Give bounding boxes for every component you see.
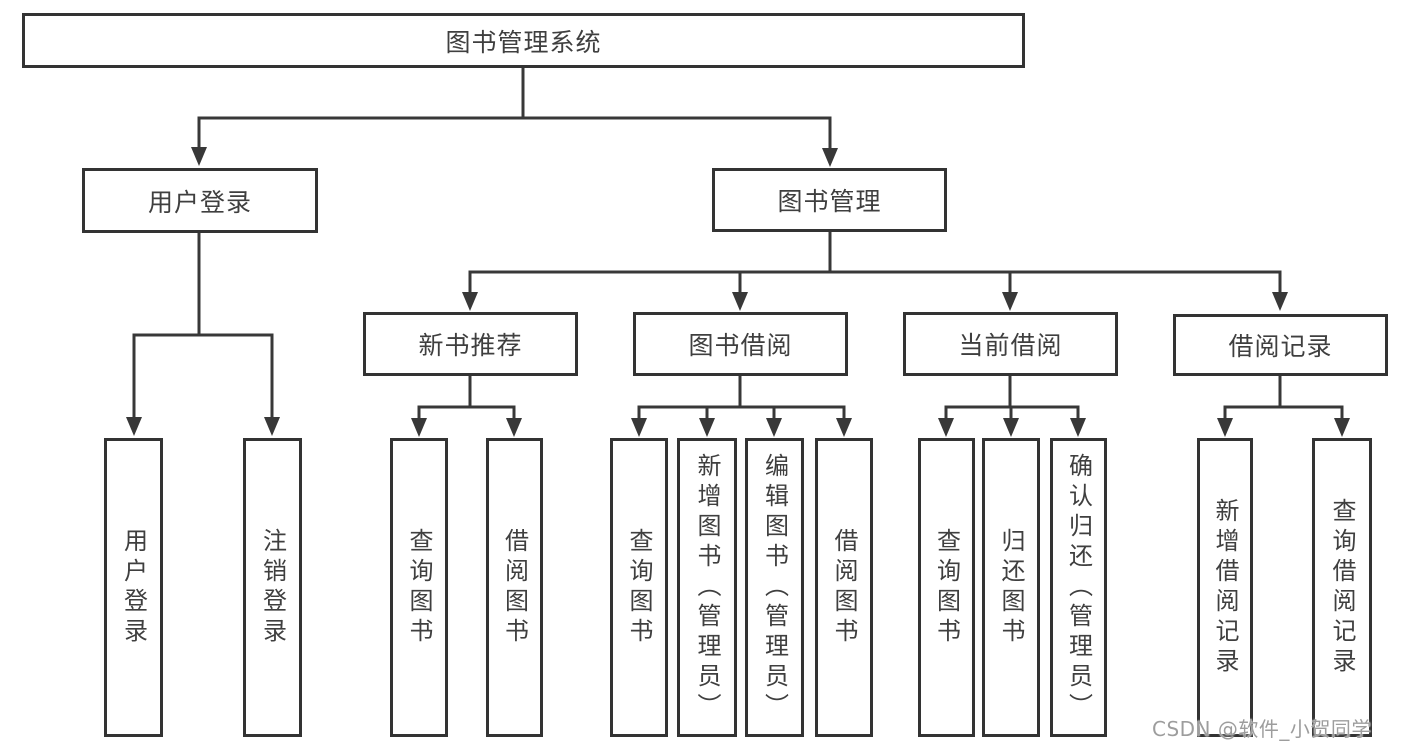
leaf-edit-book-admin: 编辑图书（管理员） xyxy=(745,438,804,737)
node-user-login: 用户登录 xyxy=(82,168,318,233)
edge-user-login-to-children xyxy=(126,233,280,436)
leaf-user-login: 用户登录 xyxy=(104,438,163,737)
edge-book-management-to-children xyxy=(462,232,1288,311)
node-book-management: 图书管理 xyxy=(712,168,947,232)
leaf-confirm-return-admin: 确认归还（管理员） xyxy=(1050,438,1107,737)
edge-root-to-children xyxy=(191,68,838,167)
watermark: CSDN @软件_小贺同学 xyxy=(1152,717,1372,741)
leaf-borrow-books: 借阅图书 xyxy=(815,438,873,737)
leaf-query-books-current: 查询图书 xyxy=(918,438,975,737)
edge-borrow-records-to-children xyxy=(1217,376,1350,437)
leaf-query-books-borrow: 查询图书 xyxy=(610,438,668,737)
leaf-query-books-recommend: 查询图书 xyxy=(390,438,448,737)
edge-book-borrow-to-children xyxy=(631,376,852,437)
leaf-query-borrow-record: 查询借阅记录 xyxy=(1312,438,1372,737)
leaf-add-book-admin: 新增图书（管理员） xyxy=(677,438,737,737)
node-borrow-records: 借阅记录 xyxy=(1173,314,1388,376)
node-book-borrow: 图书借阅 xyxy=(633,312,848,376)
node-root-system: 图书管理系统 xyxy=(22,13,1025,68)
edge-new-book-recommend-to-children xyxy=(411,376,522,437)
leaf-logout: 注销登录 xyxy=(243,438,302,737)
leaf-add-borrow-record: 新增借阅记录 xyxy=(1197,438,1253,737)
leaf-return-books: 归还图书 xyxy=(982,438,1040,737)
node-current-borrow: 当前借阅 xyxy=(903,312,1118,376)
leaf-borrow-books-recommend: 借阅图书 xyxy=(486,438,543,737)
edge-current-borrow-to-children xyxy=(938,376,1086,437)
node-new-book-recommend: 新书推荐 xyxy=(363,312,578,376)
